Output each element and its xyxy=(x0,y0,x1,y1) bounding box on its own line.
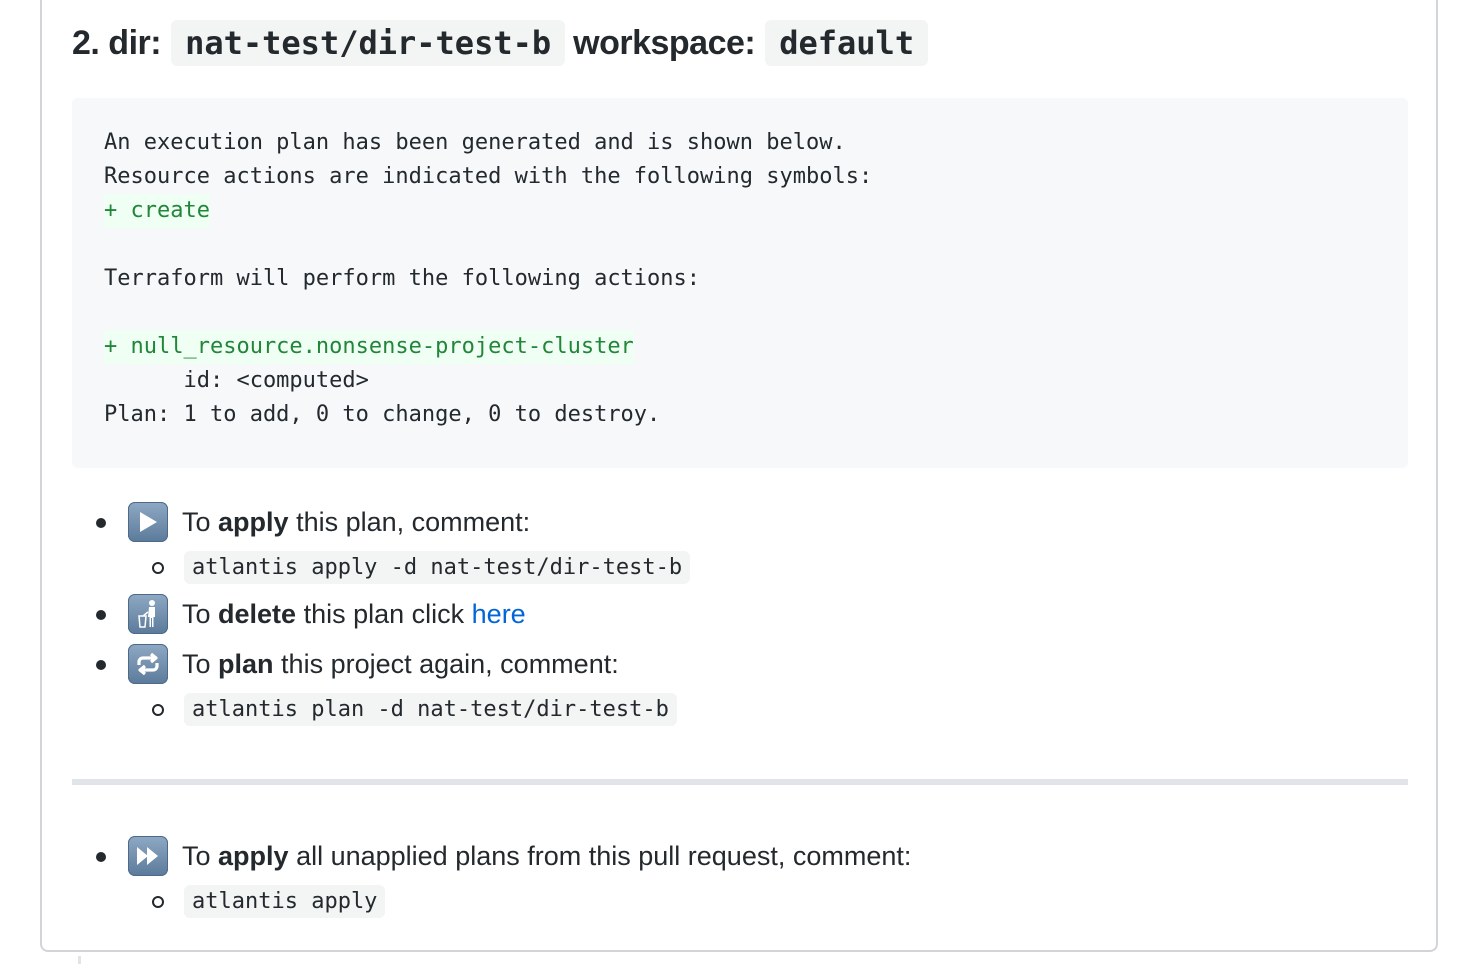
dir-code: nat-test/dir-test-b xyxy=(171,20,566,66)
action-list: To apply this plan, comment: atlantis ap… xyxy=(72,500,1372,732)
plan-line: id: <computed> xyxy=(104,368,369,393)
plan-line-create: + create xyxy=(104,194,210,228)
replan-command-item: atlantis plan -d nat-test/dir-test-b xyxy=(72,686,1372,732)
plan-line xyxy=(104,228,1376,262)
replan-command[interactable]: atlantis plan -d nat-test/dir-test-b xyxy=(184,692,677,726)
divider xyxy=(72,779,1408,785)
apply-all-command-item: atlantis apply xyxy=(72,878,1372,924)
replan-item: To plan this project again, comment: xyxy=(72,642,1372,686)
apply-all-list: To apply all unapplied plans from this p… xyxy=(72,834,1372,924)
plan-line: Terraform will perform the following act… xyxy=(104,266,701,291)
plan-line: An execution plan has been generated and… xyxy=(104,130,846,155)
delete-plan-link[interactable]: here xyxy=(471,599,526,629)
heading-prefix: 2. dir: xyxy=(72,23,162,62)
delete-item: To delete this plan click here xyxy=(72,592,1372,636)
apply-all-item: To apply all unapplied plans from this p… xyxy=(72,834,1372,878)
apply-all-bold: apply xyxy=(218,841,289,871)
litter-in-bin-icon xyxy=(128,594,168,634)
plan-line xyxy=(104,296,1376,330)
workspace-label: workspace: xyxy=(573,23,756,62)
plan-output: An execution plan has been generated and… xyxy=(72,98,1408,468)
apply-command-item: atlantis apply -d nat-test/dir-test-b xyxy=(72,544,1372,590)
plan-line-resource: + null_resource.nonsense-project-cluster xyxy=(104,330,634,364)
apply-all-command[interactable]: atlantis apply xyxy=(184,884,386,918)
apply-item: To apply this plan, comment: xyxy=(72,500,1372,544)
delete-bold: delete xyxy=(218,599,297,629)
apply-bold: apply xyxy=(218,507,289,537)
apply-command[interactable]: atlantis apply -d nat-test/dir-test-b xyxy=(184,550,691,584)
plan-bold: plan xyxy=(218,649,274,679)
timeline-line xyxy=(78,956,81,964)
workspace-code: default xyxy=(765,20,929,66)
plan-line: Resource actions are indicated with the … xyxy=(104,164,873,189)
project-heading: 2. dir: nat-test/dir-test-b workspace: d… xyxy=(72,14,936,72)
fast-forward-icon xyxy=(128,836,168,876)
play-button-icon xyxy=(128,502,168,542)
plan-line-summary: Plan: 1 to add, 0 to change, 0 to destro… xyxy=(104,402,661,427)
repeat-icon xyxy=(128,644,168,684)
